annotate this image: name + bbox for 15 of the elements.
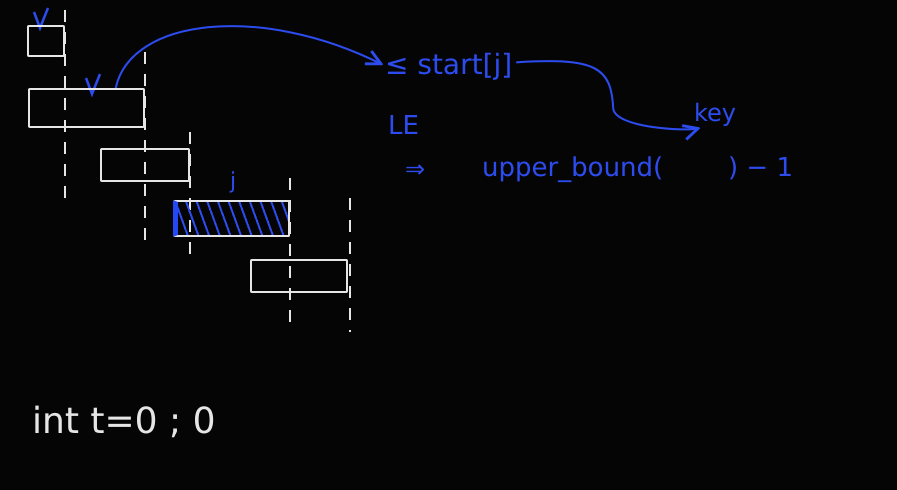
interval-label: j xyxy=(230,170,236,194)
curved-arrow xyxy=(516,60,700,140)
code-text: int t=0 ; 0 xyxy=(32,402,216,442)
interval-bar xyxy=(250,259,348,293)
interval-bar xyxy=(27,25,65,57)
note-text: LE xyxy=(388,112,419,141)
note-text: ⇒ xyxy=(405,156,426,182)
variable-label: key xyxy=(694,100,736,126)
interval-bar xyxy=(100,148,190,182)
hatched-interval-bar xyxy=(173,200,290,237)
note-text: upper_bound( xyxy=(482,154,664,183)
interval-bar xyxy=(28,88,145,128)
expression-text: ≤ start[j] xyxy=(385,50,512,81)
curved-arrow xyxy=(114,25,382,88)
note-text: ) − 1 xyxy=(728,154,793,183)
